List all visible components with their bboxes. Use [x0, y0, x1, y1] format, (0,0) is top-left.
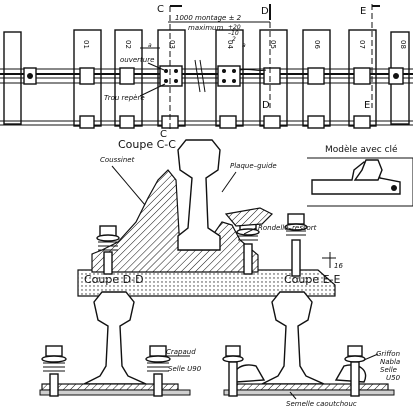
section-cc: Coupe C-C 16: [77, 138, 343, 297]
modele-box: [307, 157, 413, 207]
bolt-ee-right: [344, 345, 366, 397]
label-selle-u50: U50: [386, 374, 401, 382]
dimension-text: 1000 montage ± 2: [175, 14, 242, 22]
bolt-ee-left: [222, 345, 244, 397]
label-rondelle-ressort: Rondelle–ressort: [258, 224, 317, 232]
modele-rail: [353, 159, 383, 181]
rail-fasteners: [23, 59, 404, 129]
rail-profile: [177, 139, 221, 251]
small-b-label: a: [242, 42, 246, 49]
label-selle: Selle: [380, 366, 397, 374]
plan-view: 01 02 03 04 05 06 07 08: [0, 4, 413, 140]
section-mark-d-top: D: [261, 6, 269, 17]
dimension-half: 2: [232, 36, 236, 43]
bolt-outer-right: [284, 213, 308, 277]
rail-profile-ee: [261, 291, 325, 385]
dimension-tolerance: +20: [228, 24, 241, 31]
sleeper-label: 07: [358, 40, 366, 49]
bolt-left: [96, 225, 120, 275]
sleeper-label: 05: [269, 40, 277, 49]
small-a-label: a: [148, 42, 152, 49]
sleeper-label: 02: [124, 40, 132, 49]
sleeper-label: 06: [313, 40, 321, 49]
sleeper-label: 03: [168, 40, 176, 49]
sleeper-label: 01: [82, 40, 90, 49]
section-markers: C D E C D E: [157, 4, 380, 140]
ouverture-label: ouverture: [120, 56, 154, 64]
sleeper-numbers: 01 02 03 04 05 06 07 08: [82, 40, 407, 49]
label-nabla: Nabla: [380, 358, 400, 366]
label-crapaud: Crapaud: [166, 348, 196, 356]
dimension-tolerance-sub: –10: [228, 30, 239, 37]
bolt-dd-left: [41, 345, 67, 397]
label-coussinet: Coussinet: [100, 156, 135, 164]
section-mark-e-bottom: E: [364, 100, 370, 111]
modele-title: Modèle avec clé: [325, 144, 398, 155]
label-plaque-guide: Plaque–guide: [230, 162, 277, 170]
section-mark-c-top: C: [157, 4, 164, 15]
sleeper-body: [77, 269, 336, 297]
section-mark-e-top: E: [360, 6, 366, 17]
sleeper-label: 08: [399, 40, 407, 49]
dim-16: 16: [334, 262, 343, 270]
section-dd-title: Coupe D-D: [84, 273, 144, 286]
section-mark-d-bottom: D: [262, 100, 270, 111]
dimension-sub: maximum: [188, 24, 223, 32]
label-semelle-caoutchouc: Semelle caoutchouc: [286, 400, 357, 408]
section-cc-title: Coupe C-C: [118, 138, 176, 151]
rails: [0, 68, 413, 126]
dimension-annotations: 1000 montage ± 2 maximum +20 –10 2 a a o…: [104, 14, 270, 102]
model-with-key: Modèle avec clé: [307, 144, 413, 207]
section-ee-title: Coupe E-E: [284, 273, 341, 286]
section-dd: Coupe D-D Crapaud Selle U90: [39, 273, 202, 397]
section-ee: Coupe E-E Griffon Nabla Selle U50 Semell…: [222, 273, 401, 408]
bolt-dd-right: [145, 345, 171, 397]
rail-profile-dd: [83, 291, 147, 385]
label-griffon: Griffon: [376, 350, 400, 358]
selle-u50-plate: [229, 383, 389, 391]
griffon-left: [233, 364, 266, 383]
sleeper-label: 04: [226, 40, 234, 49]
trou-repere-label: Trou repère: [104, 94, 145, 102]
label-selle-u90: Selle U90: [168, 365, 202, 373]
plaque-guide: [224, 207, 274, 227]
section-mark-c-bottom: C: [160, 129, 167, 140]
